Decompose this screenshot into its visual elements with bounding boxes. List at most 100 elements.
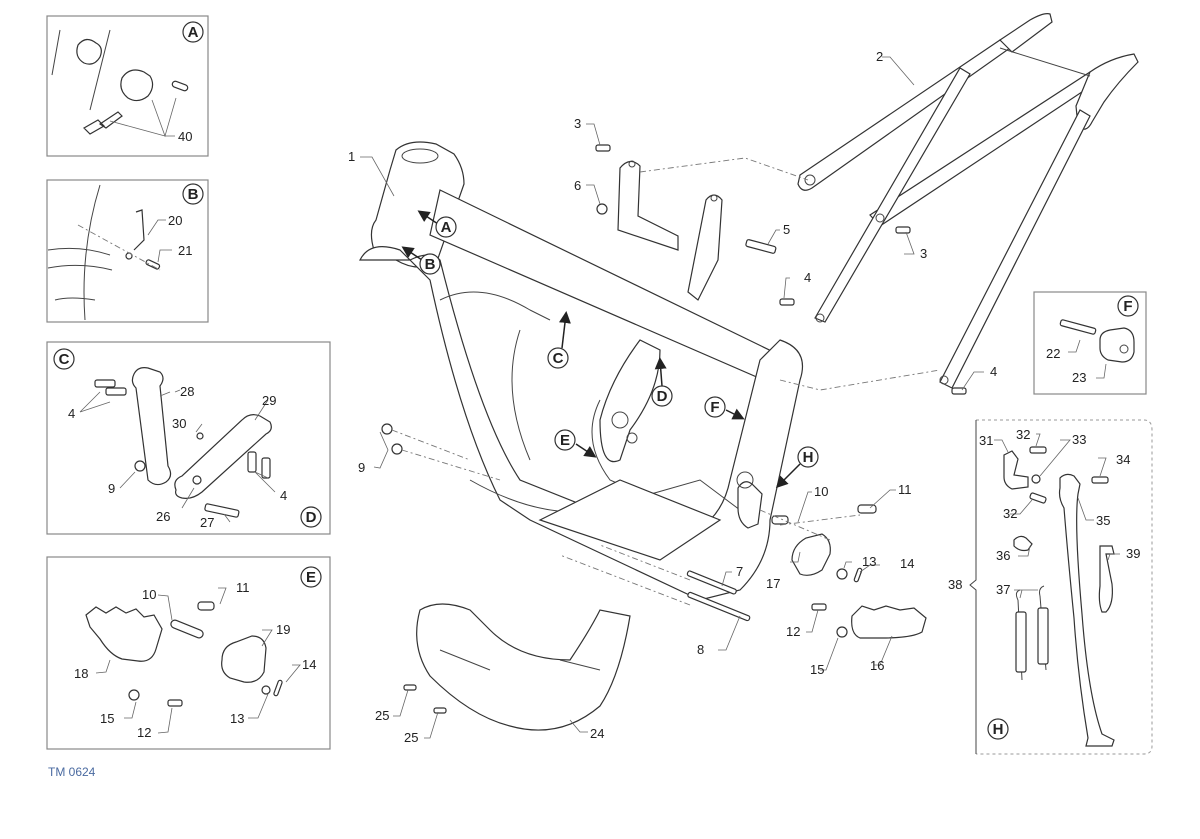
detail-view-a: A 40 (46, 15, 209, 157)
footpeg-bracket-17-icon (791, 533, 831, 576)
pointer-c: C (553, 350, 564, 367)
callout-27: 27 (200, 515, 214, 530)
callout-1: 1 (348, 149, 355, 164)
assembly-lines (391, 157, 941, 606)
callout-18: 18 (74, 666, 88, 681)
callout-4-c: 4 (68, 406, 75, 421)
top-tube (429, 189, 791, 386)
subframe-upper-left-tip (999, 13, 1053, 53)
callout-22: 22 (1046, 346, 1060, 361)
callout-12-e: 12 (137, 725, 151, 740)
skid-plate-24 (416, 603, 631, 731)
main-frame (359, 141, 804, 601)
callout-31: 31 (979, 433, 993, 448)
bracket-28-icon (131, 367, 172, 486)
skid-plate-icon (416, 603, 631, 731)
main-callouts: 1 2 3 3 6 5 4 4 9 10 11 7 8 17 12 13 14 … (348, 49, 997, 745)
callout-24: 24 (590, 726, 604, 741)
callout-9-c: 9 (108, 481, 115, 496)
callout-6: 6 (574, 178, 581, 193)
lock-cylinder-icon (120, 69, 154, 102)
rear-frame-mount-upper (617, 160, 679, 251)
bolt-22-icon (1059, 319, 1097, 335)
screw-icon (145, 259, 161, 270)
callout-11-e: 11 (236, 580, 250, 595)
callout-16: 16 (870, 658, 884, 673)
footpeg-16-icon (851, 605, 927, 639)
callout-13-main: 13 (862, 554, 876, 569)
detail-label-e: E (306, 569, 316, 586)
callout-26: 26 (156, 509, 170, 524)
callout-21: 21 (178, 243, 192, 258)
detail-label-b: B (188, 186, 199, 203)
callout-10-e: 10 (142, 587, 156, 602)
callout-4-main: 4 (804, 270, 811, 285)
callout-34: 34 (1116, 452, 1130, 467)
detail-view-c-d: C D 4 28 29 30 9 26 27 4 (46, 341, 331, 535)
detail-view-h: 38 H 31 32 33 34 32 35 36 39 37 (948, 419, 1153, 755)
pin-icon (171, 80, 189, 92)
callout-28: 28 (180, 384, 194, 399)
rear-frame-mount-lower (687, 194, 723, 301)
callout-23: 23 (1072, 370, 1086, 385)
callout-8: 8 (697, 642, 704, 657)
subframe-right-strut (939, 109, 1091, 389)
callout-9-main: 9 (358, 460, 365, 475)
detail-label-h: H (993, 721, 1004, 738)
callout-11-main: 11 (898, 482, 912, 497)
pointer-e: E (560, 432, 570, 449)
callout-20: 20 (168, 213, 182, 228)
callout-29: 29 (262, 393, 276, 408)
callout-33: 33 (1072, 432, 1086, 447)
detail-label-f: F (1123, 298, 1132, 315)
callout-15-main: 15 (810, 662, 824, 677)
callout-38: 38 (948, 577, 962, 592)
callout-32-bottom: 32 (1003, 506, 1017, 521)
callout-35: 35 (1096, 513, 1110, 528)
key-icon (83, 111, 123, 135)
callout-36: 36 (996, 548, 1010, 563)
pointer-f: F (710, 399, 719, 416)
callout-40: 40 (178, 129, 192, 144)
detail-label-c: C (59, 351, 70, 368)
detail-view-b: B 20 21 (46, 179, 209, 323)
callout-2: 2 (876, 49, 883, 64)
group-brace (969, 420, 977, 754)
callout-5: 5 (783, 222, 790, 237)
rear-subframe (797, 13, 1139, 389)
callout-3-main: 3 (574, 116, 581, 131)
engine-mount-plate (599, 339, 661, 463)
bracket-29-icon (174, 414, 272, 499)
reference-code: TM 0624 (48, 765, 96, 779)
callout-12-main: 12 (786, 624, 800, 639)
sidestand-35-icon (1058, 473, 1115, 747)
detail-label-d: D (306, 509, 317, 526)
detail-view-f: F 22 23 (1033, 291, 1147, 395)
callout-25-a: 25 (375, 708, 389, 723)
footpeg-mount (737, 481, 763, 529)
callout-25-b: 25 (404, 730, 418, 745)
callout-3-subframe: 3 (920, 246, 927, 261)
callout-37: 37 (996, 582, 1010, 597)
lower-cross-plate (538, 479, 722, 561)
callout-14-main: 14 (900, 556, 914, 571)
switch-39-icon (1098, 545, 1115, 613)
callout-15-e: 15 (100, 711, 114, 726)
detail-pointers: A B C D E F H (401, 210, 819, 489)
footpeg-bracket-19-icon (221, 635, 267, 683)
callout-19: 19 (276, 622, 290, 637)
callout-4-subframe: 4 (990, 364, 997, 379)
sidestand-switch-31-icon (1003, 450, 1029, 490)
detail-label-a: A (188, 24, 199, 41)
ignition-mount-icon (76, 38, 102, 65)
callout-4-d: 4 (280, 488, 287, 503)
callout-39: 39 (1126, 546, 1140, 561)
detail-view-e: E 10 11 19 18 14 15 12 13 (46, 556, 331, 750)
subframe-left-strut (814, 67, 971, 323)
pointer-b: B (425, 256, 436, 273)
callout-10-main: 10 (814, 484, 828, 499)
pointer-a: A (441, 219, 452, 236)
bracket-icon (133, 209, 145, 251)
callout-30: 30 (172, 416, 186, 431)
